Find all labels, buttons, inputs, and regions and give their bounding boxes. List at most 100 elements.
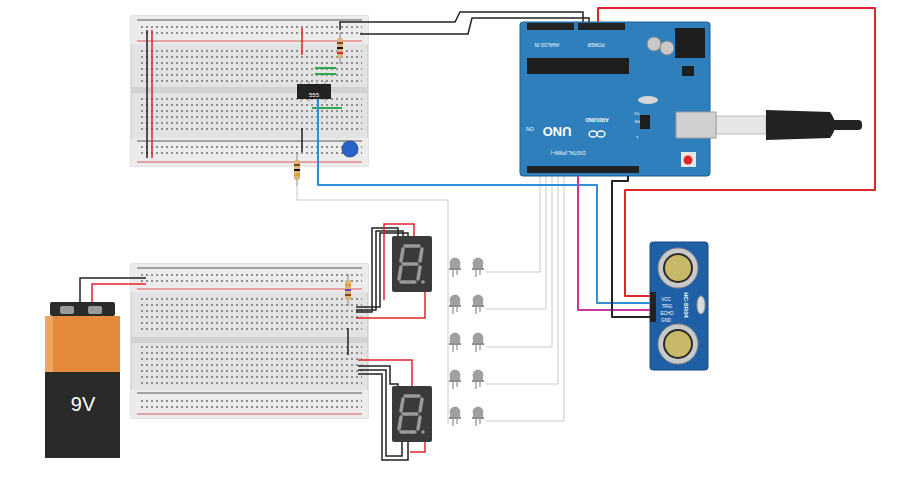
ultrasonic-sensor-body (665, 331, 691, 357)
breadboard (137, 268, 362, 269)
signal-wire (486, 173, 552, 347)
jumper-wire (340, 12, 583, 30)
breadboard (131, 87, 368, 93)
arduino-board-body (597, 131, 605, 137)
battery-body (88, 306, 102, 314)
timer-chip-body (324, 99, 326, 102)
breadboard (131, 390, 368, 418)
jumper-wire (301, 128, 303, 152)
signal-wire (297, 173, 564, 424)
connecting-wire (598, 8, 875, 296)
jumper-wire (80, 278, 348, 355)
display-wire (358, 366, 398, 386)
arduino-board: UNOARDUINODIGITAL (PWM~)ANALOG INPOWERON… (520, 22, 710, 176)
ultrasonic-sensor-body (697, 296, 705, 314)
circuit-illustration (449, 295, 461, 314)
circuit-illustration (472, 295, 484, 314)
arduino-board-body (578, 23, 625, 30)
timer-chip-body (300, 81, 302, 84)
arduino-board-body (527, 166, 639, 173)
sensor-label: VCC (661, 298, 671, 303)
text-holder: ANALOG IN (535, 40, 560, 56)
signal-wire (486, 173, 546, 309)
breadboard (137, 41, 362, 42)
signal-wire (486, 173, 558, 384)
resistor (294, 169, 300, 171)
arduino-board-body (520, 22, 716, 176)
board-label: DIGITAL (PWM~) (551, 150, 586, 155)
timer-chip-body (300, 81, 326, 102)
breadboard (137, 141, 362, 142)
breadboard (140, 96, 362, 132)
battery-body (45, 316, 120, 372)
circuit-illustration (392, 236, 432, 292)
jumper-wire (347, 328, 349, 355)
resistor (337, 32, 343, 64)
circuit-illustration (449, 258, 461, 277)
sensor-label: TRIG (662, 305, 673, 310)
connecting-wire (578, 176, 650, 310)
text-holder: DIGITAL (PWM~) (551, 148, 586, 164)
signal-wire (486, 173, 564, 421)
resistor (337, 52, 343, 54)
breadboard (131, 138, 368, 166)
timer-chip-body (297, 81, 331, 102)
breadboard (140, 272, 362, 284)
circuit-illustration (472, 333, 484, 352)
circuit-illustration (449, 333, 461, 352)
jumper-wire (92, 284, 146, 304)
sensor-label: ECHO (660, 312, 673, 317)
breadboard (137, 20, 362, 21)
resistor (345, 274, 351, 306)
text-holder: 555 (309, 84, 319, 100)
text-holder: VCC (661, 288, 671, 304)
resistor (345, 280, 351, 300)
timer-chip-body (308, 81, 310, 84)
battery-body (45, 372, 120, 458)
breadboard (137, 162, 362, 163)
board-label: ANALOG IN (535, 42, 560, 47)
breadboard (131, 264, 368, 418)
jumper-wire (315, 67, 336, 69)
display-wire (356, 228, 398, 312)
breadboard (131, 16, 368, 44)
board-label: TX (634, 111, 639, 115)
breadboard (137, 414, 362, 415)
resistor (345, 289, 351, 291)
signal-wire (297, 186, 448, 424)
breadboard (140, 296, 362, 334)
connecting-wire (612, 176, 650, 317)
arduino-board-body (682, 66, 694, 76)
signal-wire (486, 173, 540, 272)
breadboard (131, 264, 368, 292)
board-label: ARDUINO (585, 117, 608, 122)
jumper-wire (301, 28, 303, 55)
display-wire (358, 360, 412, 386)
text-holder: HC-SR04 (681, 292, 697, 318)
arduino-board-body (681, 152, 696, 167)
circuit-illustration (472, 258, 484, 277)
arduino-board-body (647, 37, 661, 51)
board-label: L (636, 135, 638, 139)
text-holder: ARDUINO (585, 115, 608, 131)
ultrasonic-sensor-body (665, 255, 691, 281)
resistor (294, 152, 300, 186)
battery-body (45, 316, 53, 372)
timer-chip-body (316, 81, 318, 84)
arduino-board-body (640, 115, 650, 129)
usb-cable (766, 110, 835, 140)
arduino-board-body (638, 96, 658, 104)
jumper-wire (146, 30, 148, 158)
breadboard (137, 393, 362, 394)
text-holder: UNO (543, 124, 572, 140)
usb-cable (716, 116, 766, 134)
breadboard (140, 48, 362, 84)
timer-chip-body (324, 81, 326, 84)
timer-chip-body (308, 99, 310, 102)
ultrasonic-sensor-body (650, 242, 708, 370)
ultrasonic-sensor-body (663, 329, 693, 359)
arduino-board-body (527, 58, 629, 74)
